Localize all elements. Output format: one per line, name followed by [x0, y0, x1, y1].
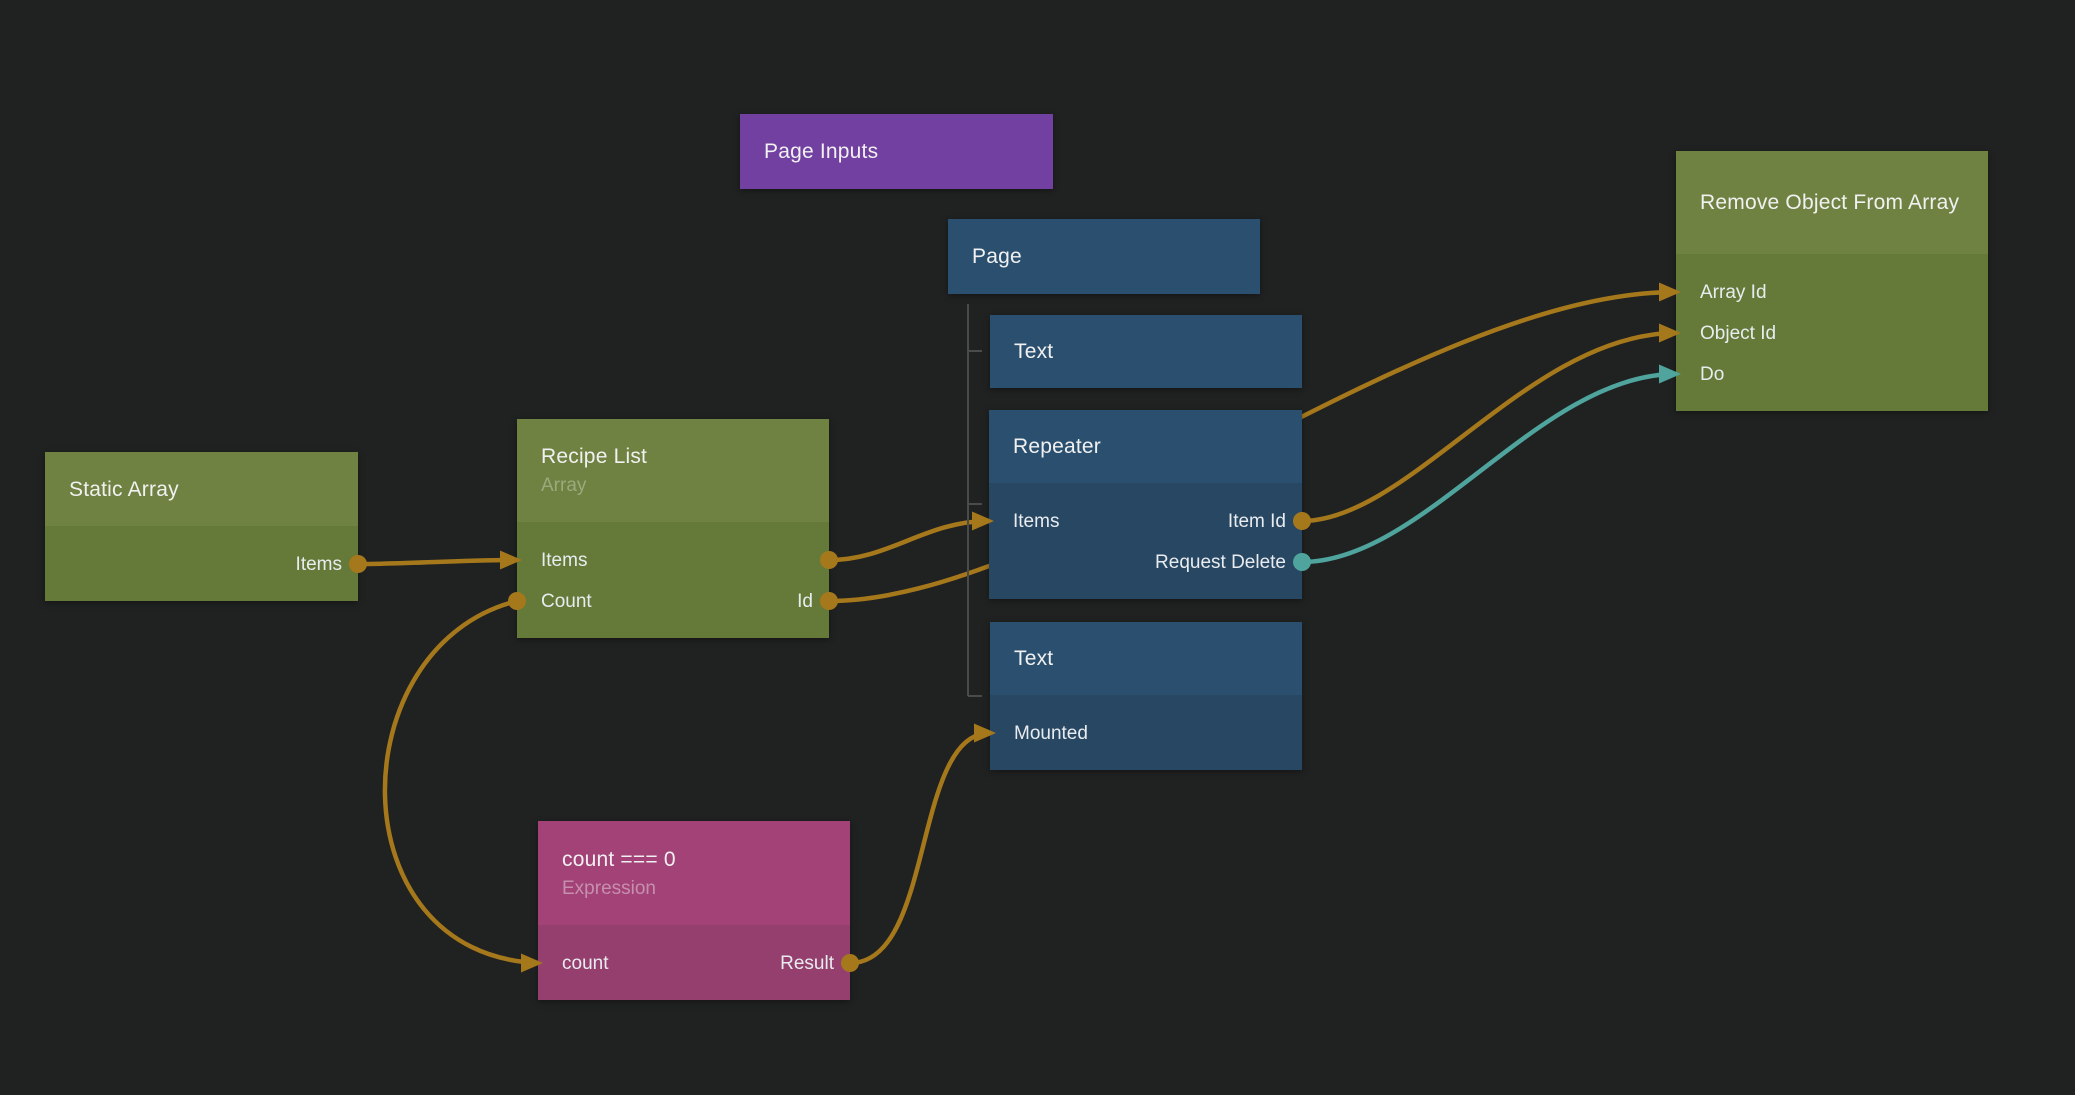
port-row: count Result [538, 943, 850, 984]
node-body: Items Item Id Request Delete [989, 483, 1302, 599]
node-text-top[interactable]: Text [990, 315, 1302, 388]
input-port-array-id[interactable]: Array Id [1700, 281, 1767, 303]
node-title: Text [1014, 647, 1054, 670]
input-port-count[interactable]: count [562, 952, 609, 974]
output-port-request-delete[interactable]: Request Delete [1155, 551, 1286, 573]
output-port-id[interactable]: Id [797, 590, 813, 612]
wire-recipe-list-count-to-expression-count[interactable] [382, 598, 539, 966]
node-header[interactable]: Text [990, 315, 1302, 388]
node-body: count Result [538, 925, 850, 1000]
output-port-item-id[interactable]: Item Id [1227, 510, 1286, 532]
node-subtitle: Array [541, 475, 587, 496]
node-header[interactable]: Text [990, 622, 1302, 695]
port-row: Items [517, 540, 829, 581]
wire-repeater-item-id-to-remove-object-id[interactable] [1301, 330, 1677, 524]
wire-repeater-request-delete-to-remove-do[interactable] [1301, 371, 1677, 565]
node-header[interactable]: Static Array [45, 452, 358, 526]
node-body: Mounted [990, 695, 1302, 770]
node-title: Static Array [69, 477, 179, 501]
port-row: Array Id [1676, 272, 1988, 313]
port-row: Items [45, 544, 358, 585]
wire-expression-result-to-text-mounted[interactable] [849, 730, 991, 966]
node-title: Page Inputs [764, 140, 879, 163]
wire-recipe-list-items-to-repeater-items[interactable] [828, 518, 990, 563]
port-row: Count Id [517, 581, 829, 622]
node-title: Repeater [1013, 435, 1101, 458]
node-page[interactable]: Page [948, 219, 1260, 294]
node-page-inputs[interactable]: Page Inputs [740, 114, 1053, 189]
wire-static-array-items-to-recipe-list-items[interactable] [357, 557, 518, 567]
node-header[interactable]: Remove Object From Array [1676, 151, 1988, 254]
node-title: Text [1014, 340, 1054, 363]
node-header[interactable]: Page [948, 219, 1260, 294]
input-port-mounted[interactable]: Mounted [1014, 722, 1088, 744]
port-row: Mounted [990, 713, 1302, 754]
output-port-result[interactable]: Result [780, 952, 834, 974]
hierarchy-tree-line [967, 304, 982, 697]
input-port-items[interactable]: Items [541, 549, 588, 571]
input-port-items[interactable]: Items [1013, 510, 1060, 532]
port-row: Request Delete [989, 542, 1302, 583]
node-header[interactable]: Repeater [989, 410, 1302, 483]
input-port-do[interactable]: Do [1700, 363, 1725, 385]
node-title: count === 0 [562, 847, 676, 871]
node-title: Recipe List [541, 445, 648, 468]
node-header[interactable]: Page Inputs [740, 114, 1053, 189]
input-port-count[interactable]: Count [541, 590, 592, 612]
port-row: Object Id [1676, 313, 1988, 354]
node-title: Remove Object From Array [1700, 191, 1960, 214]
node-subtitle: Expression [562, 877, 656, 899]
port-row: Do [1676, 354, 1988, 395]
node-title: Page [972, 245, 1022, 268]
output-port-items[interactable]: Items [295, 553, 342, 575]
port-row: Items Item Id [989, 501, 1302, 542]
node-body: Items [45, 526, 358, 601]
node-body: Array Id Object Id Do [1676, 254, 1988, 411]
node-expression[interactable]: count === 0 Expression count Result [538, 821, 850, 1000]
node-header[interactable]: count === 0 Expression [538, 821, 850, 925]
input-port-object-id[interactable]: Object Id [1700, 322, 1777, 344]
